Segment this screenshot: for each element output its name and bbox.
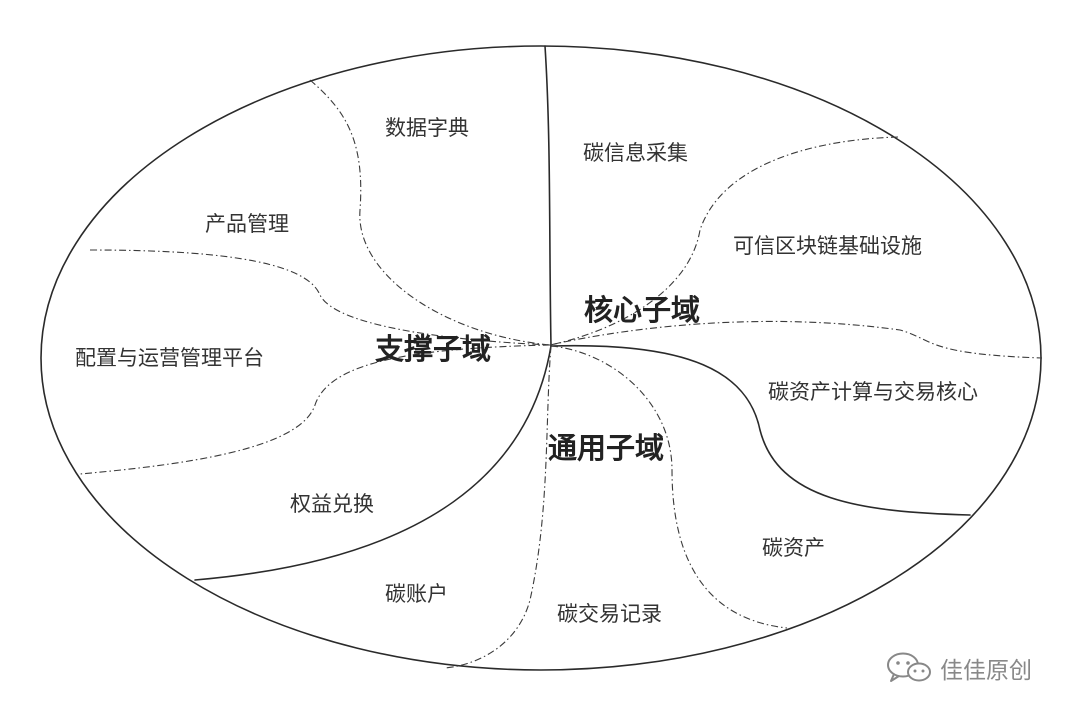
label-data-dictionary: 数据字典 xyxy=(385,116,469,140)
label-carbon-asset-calc-trading-core: 碳资产计算与交易核心 xyxy=(768,380,978,404)
subdivider-collection-blockchain xyxy=(549,136,899,346)
label-config-ops-platform: 配置与运营管理平台 xyxy=(75,346,264,370)
domain-label-support: 支撑子域 xyxy=(375,332,492,366)
label-product-management: 产品管理 xyxy=(205,212,289,236)
subdivider-product-config xyxy=(89,249,551,346)
label-rights-exchange: 权益兑换 xyxy=(290,492,374,516)
domain-label-general: 通用子域 xyxy=(548,431,665,465)
divider-support-general xyxy=(194,345,552,581)
label-carbon-asset: 碳资产 xyxy=(762,536,825,560)
label-carbon-trade-record: 碳交易记录 xyxy=(557,602,662,626)
subdivider-config-rights xyxy=(79,344,551,475)
divider-core-general xyxy=(550,344,971,516)
watermark-text: 佳佳原创 xyxy=(940,658,1032,684)
subdivider-dictionary-product xyxy=(309,79,551,346)
subdivider-account-record xyxy=(444,345,552,669)
subdivider-record-asset xyxy=(550,345,788,629)
label-carbon-account: 碳账户 xyxy=(385,582,448,606)
wechat-icon xyxy=(887,652,931,682)
label-trusted-blockchain: 可信区块链基础设施 xyxy=(733,234,922,258)
subdivider-blockchain-calc xyxy=(549,320,1043,359)
watermark: 佳佳原创 xyxy=(884,651,1032,685)
divider-support-core xyxy=(544,45,552,347)
label-carbon-info-collection: 碳信息采集 xyxy=(583,141,688,165)
domain-label-core: 核心子域 xyxy=(584,293,701,327)
